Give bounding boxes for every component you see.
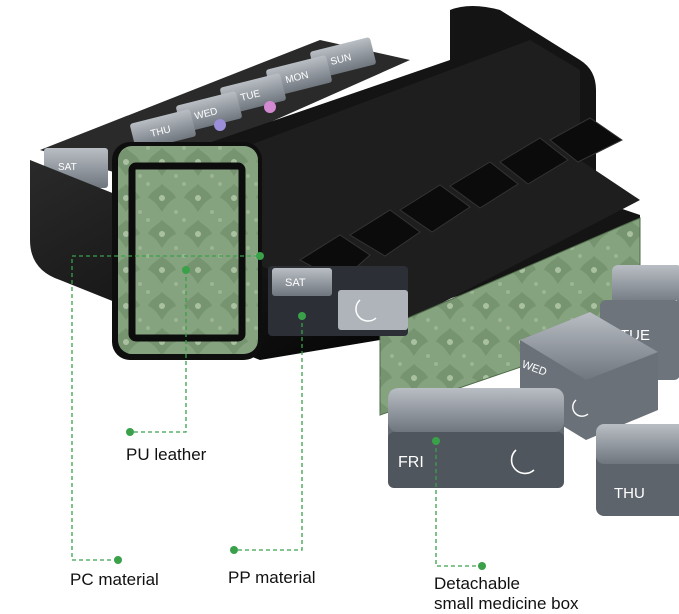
lid-thu: THU — [130, 109, 196, 151]
box-thu-label: THU — [614, 485, 645, 502]
box-fri: FRI — [388, 388, 564, 488]
pu-leather-leader — [130, 270, 187, 433]
lid-sun-label: SUN — [329, 52, 352, 68]
moon-icon — [510, 449, 535, 475]
tray-compartments — [299, 117, 623, 283]
pc-material-leader — [71, 255, 258, 561]
moon-icon — [355, 299, 377, 322]
box-thu: THU — [596, 424, 679, 516]
lid-tue-label: TUE — [239, 88, 261, 104]
pc-material-label: PC material — [70, 570, 159, 589]
callout-lines — [71, 255, 480, 567]
detachable-line-2: small medicine box — [434, 594, 579, 613]
lid-sat-back-label: SAT — [58, 162, 77, 173]
detachable-box-label: Detachable small medicine box — [434, 574, 579, 614]
leather-front-panel — [112, 142, 262, 360]
detachable-line-1: Detachable — [434, 574, 521, 593]
moon-icon — [572, 399, 589, 417]
pu-leather-label: PU leather — [126, 445, 207, 464]
lid-mon-label: MON — [284, 70, 309, 86]
lid-wed-label: WED — [193, 106, 218, 122]
lid-thu-label: THU — [149, 124, 172, 140]
box-fri-label: FRI — [398, 454, 424, 471]
box-sat-label: SAT — [285, 277, 306, 289]
callout-endpoints — [114, 252, 486, 570]
pp-material-label: PP material — [228, 568, 316, 587]
pp-material-leader — [234, 316, 303, 551]
box-sat: SAT — [268, 266, 408, 336]
detachable-leader — [435, 441, 480, 567]
